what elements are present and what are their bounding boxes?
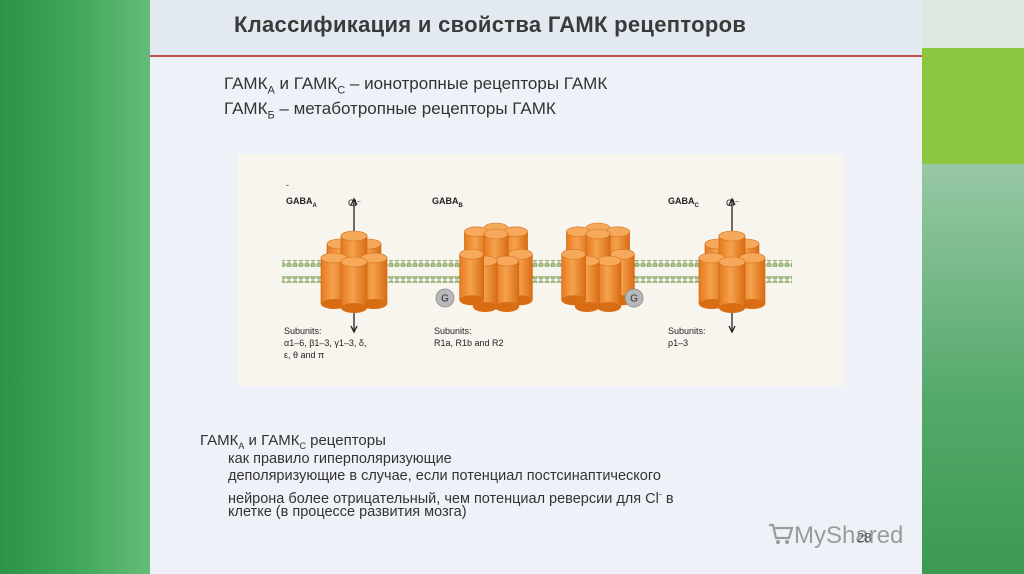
gabab-r1-tm-front-3-body [495,261,519,307]
gabab-label: GABAB [432,196,463,209]
gabaa-sub-6-body [341,262,367,308]
gabab-r1-tm-front-5-top [460,249,484,259]
gabaa-subunits-line1: α1–6, β1–3, γ1–3, δ, [284,338,366,348]
gabab-r2-tm-front-5-body [562,254,586,300]
gabab-g-protein-right-label: G [630,294,638,305]
gabab-r2-tm-front-3-body [597,261,621,307]
paragraph-line-5: клетке (в процессе развития мозга) [228,504,467,520]
gabaa-sub-6-base [341,303,367,313]
gabac-sub-6-base [719,303,745,313]
gabab-r2-tm-front-3-top [597,256,621,266]
gabac-subunits-line1: ρ1–3 [668,338,688,348]
intro-line-ionotropic: ГАМКА и ГАМКС – ионотропные рецепторы ГА… [224,74,607,96]
gabac-subunits-title: Subunits: [668,326,706,336]
gabab-g-protein-left-label: G [441,294,449,305]
watermark-text: MyShared [794,522,903,549]
gabac-sub-3-top [719,231,745,241]
slide: Классификация и свойства ГАМК рецепторов… [150,0,922,574]
gabab-r2-tm-center-top [586,229,610,239]
cart-icon [768,522,794,546]
gabab-r1-tm-center-top [484,229,508,239]
gabab-r2-tm-front-5-top [562,249,586,259]
slide-header: Классификация и свойства ГАМК рецепторов [150,0,922,57]
gabaa-ion-label: Cl⁻ [348,198,361,209]
left-decor-band [0,0,150,574]
right-decor-light [922,0,1024,48]
slide-title: Классификация и свойства ГАМК рецепторов [234,12,746,38]
intro-line-metabotropic: ГАМКБ – метаботропные рецепторы ГАМК [224,99,556,121]
gabab-r2-tm-front-5-base [562,295,586,305]
page-number: 28 [857,530,871,545]
paragraph-line-2: как правило гиперполяризующие [228,451,452,467]
gabab-subunits-title: Subunits: [434,326,472,336]
paragraph-line-3: деполяризующие в случае, если потенциал … [228,468,661,484]
gabac-ion-label: Cl⁻ [726,198,739,209]
gabaa-subunits-line2: ε, θ and π [284,350,324,360]
right-decor-accent [922,48,1024,164]
gabab-r1-tm-front-5-body [460,254,484,300]
gabab-r1-tm-front-5-base [460,295,484,305]
gabaa-sub-3-top [341,231,367,241]
gabaa-sub-6-top [341,257,367,267]
watermark: MyShared [768,522,903,550]
gabac-label: GABAC [668,196,699,209]
gabab-r1-tm-front-3-base [495,302,519,312]
gabaa-subunits-title: Subunits: [284,326,322,336]
figure-dash: - [286,180,289,190]
gabac-sub-6-body [719,262,745,308]
gabab-r1-tm-front-3-top [495,256,519,266]
gabac-sub-6-top [719,257,745,267]
gabaa-label: GABAA [286,196,317,209]
gabab-r2-tm-front-3-base [597,302,621,312]
gabab-subunits-line1: R1a, R1b and R2 [434,338,504,348]
